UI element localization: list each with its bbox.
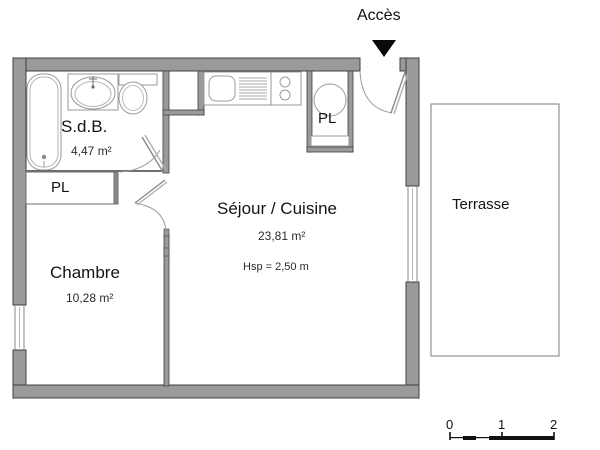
entry-door	[359, 71, 409, 115]
pl-entree-contents	[310, 83, 350, 147]
closet-label-pl-chambre: PL	[51, 179, 70, 196]
washbasin-icon	[67, 73, 119, 111]
kitchen-counter	[203, 71, 302, 106]
scale-tick-0: 0	[446, 417, 454, 432]
room-area-sejour: 23,81 m²	[258, 229, 306, 243]
chambre-door	[134, 179, 168, 233]
room-name-sdb: S.d.B.	[61, 117, 108, 136]
chambre-window	[14, 305, 25, 350]
terrace-sliding-door	[407, 186, 418, 282]
sdb-door	[119, 134, 167, 173]
access-label: Accès	[357, 7, 401, 24]
room-area-sdb: 4,47 m²	[71, 144, 112, 158]
scale-tick-1: 1	[498, 417, 506, 432]
room-name-terrasse: Terrasse	[452, 196, 510, 213]
door-jambs	[163, 228, 170, 257]
terrasse-outline	[430, 103, 560, 357]
exterior-walls	[12, 57, 420, 399]
pl-chambre-outline	[25, 171, 119, 205]
bathtub-icon	[26, 73, 62, 171]
room-area-chambre: 10,28 m²	[66, 291, 114, 305]
room-name-sejour: Séjour / Cuisine	[217, 199, 338, 218]
room-hsp-sejour: Hsp = 2,50 m	[243, 261, 309, 273]
room-name-chambre: Chambre	[50, 263, 120, 282]
scale-tick-2: 2	[550, 417, 558, 432]
toilet-icon	[118, 73, 158, 115]
access-arrow-icon	[372, 40, 396, 57]
interior-walls	[162, 70, 354, 387]
scale-bar	[449, 432, 555, 440]
closet-label-pl-entree: PL	[318, 110, 337, 127]
